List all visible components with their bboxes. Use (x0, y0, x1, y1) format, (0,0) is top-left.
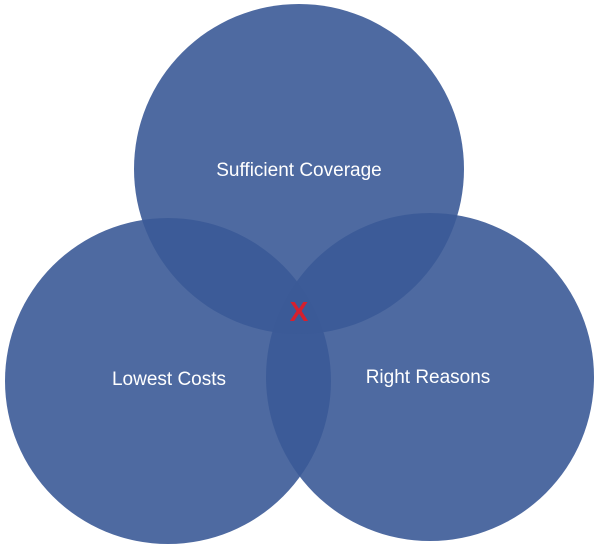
label-right-reasons: Right Reasons (366, 367, 491, 388)
label-sufficient-coverage: Sufficient Coverage (216, 160, 381, 181)
center-x-mark: X (290, 296, 309, 327)
label-lowest-costs: Lowest Costs (112, 369, 226, 390)
circle-top-sufficient-coverage (134, 4, 464, 334)
